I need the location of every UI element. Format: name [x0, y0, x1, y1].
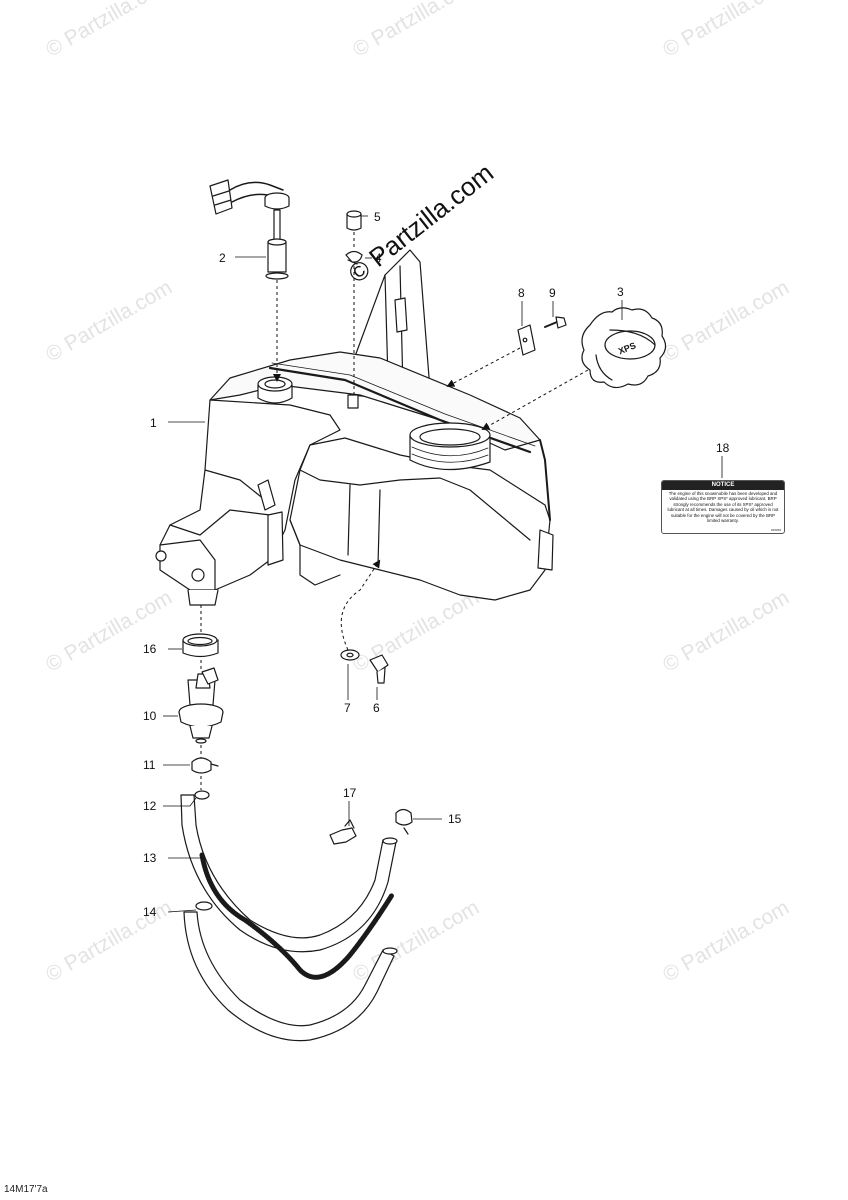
callout-1: 1	[150, 416, 157, 430]
bolt	[369, 654, 389, 684]
washer	[340, 649, 360, 661]
callout-6: 6	[373, 701, 380, 715]
filler-cap	[581, 307, 667, 389]
oil-tank	[155, 249, 554, 606]
callout-16: 16	[143, 642, 157, 656]
callout-17: 17	[343, 786, 357, 800]
assembly-lines	[200, 232, 589, 790]
callout-5: 5	[374, 210, 381, 224]
notice-code: ######	[770, 528, 781, 532]
notice-decal: NOTICE The engine of this snowmobile has…	[661, 480, 785, 534]
oil-hose-14	[183, 901, 398, 1042]
callout-2: 2	[219, 251, 226, 265]
callout-18: 18	[716, 441, 730, 455]
hose-clamp-small	[345, 250, 363, 265]
spring-guard	[199, 852, 395, 980]
hose-clip	[329, 819, 357, 845]
callout-3: 3	[617, 285, 624, 299]
callout-8: 8	[518, 286, 525, 300]
notice-title: NOTICE	[662, 481, 784, 490]
hose-clamp-large	[182, 633, 219, 658]
oil-hose-12	[180, 790, 398, 953]
callouts: 1 2 3 4 5 6 7 8 9 10 11 12 13 14 15 16 1…	[143, 210, 730, 919]
callout-14: 14	[143, 905, 157, 919]
clamp-11	[191, 757, 219, 774]
screw-small	[544, 316, 567, 329]
callout-15: 15	[448, 812, 462, 826]
callout-9: 9	[549, 286, 556, 300]
callout-7: 7	[344, 701, 351, 715]
leader-lines	[163, 215, 723, 913]
clip-cap	[346, 210, 362, 231]
oil-level-sensor	[209, 179, 290, 280]
nut-plate	[517, 324, 536, 356]
clamp-15	[395, 808, 413, 835]
oil-pump-fitting	[178, 667, 224, 744]
callout-4: 4	[375, 251, 382, 265]
diagram-code: 14M17'7a	[4, 1184, 48, 1195]
callout-11: 11	[143, 758, 156, 772]
callout-10: 10	[143, 709, 157, 723]
notice-text: The engine of this snowmobile has been d…	[667, 491, 779, 524]
callout-12: 12	[143, 799, 157, 813]
callout-13: 13	[143, 851, 157, 865]
